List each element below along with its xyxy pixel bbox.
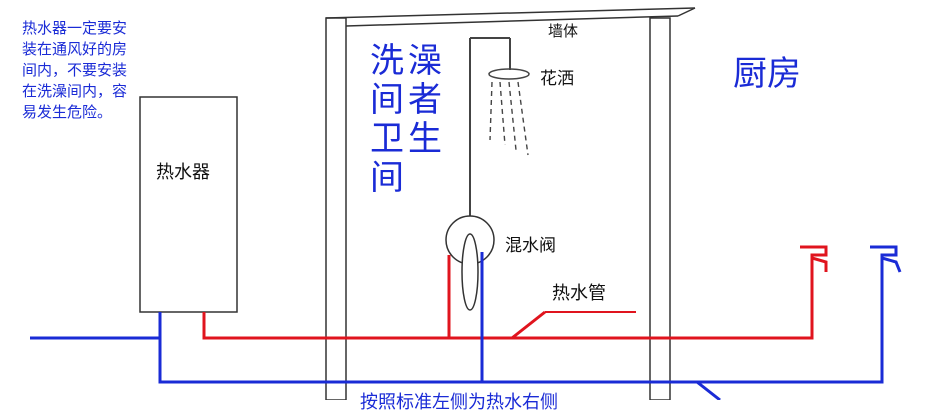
warning-note: 热水器一定要安装在通风好的房间内，不要安装在洗澡间内，容易发生危险。	[22, 19, 128, 121]
water-heater-box	[139, 96, 238, 313]
bathroom-title-col1: 洗间卫间	[370, 41, 404, 198]
bottom-note: 按照标准左侧为热水右侧	[360, 392, 558, 413]
shower-spray-icon	[489, 81, 529, 156]
bathroom-title-col2: 澡者生	[408, 41, 442, 159]
hot-tap-icon	[800, 245, 828, 272]
roof-line	[325, 7, 696, 19]
hot-water-pipes	[202, 245, 828, 340]
wall-label: 墙体	[548, 22, 579, 40]
roof-line-2	[345, 15, 679, 27]
kitchen-label: 厨房	[733, 54, 801, 94]
mixing-valve-label: 混水阀	[505, 236, 556, 256]
water-heater-label: 热水器	[156, 162, 210, 183]
cold-tap-icon	[870, 245, 902, 273]
bathroom-walls	[325, 7, 696, 400]
shower-head-label: 花洒	[540, 69, 574, 89]
cold-water-pipes	[30, 245, 902, 400]
shower-assembly	[469, 37, 530, 222]
left-wall	[325, 17, 347, 400]
plumbing-diagram	[30, 7, 902, 400]
shower-head-icon	[488, 68, 530, 80]
mixing-valve-icon	[445, 215, 495, 311]
right-wall	[649, 17, 671, 400]
hot-water-pipe-label: 热水管	[552, 283, 606, 304]
